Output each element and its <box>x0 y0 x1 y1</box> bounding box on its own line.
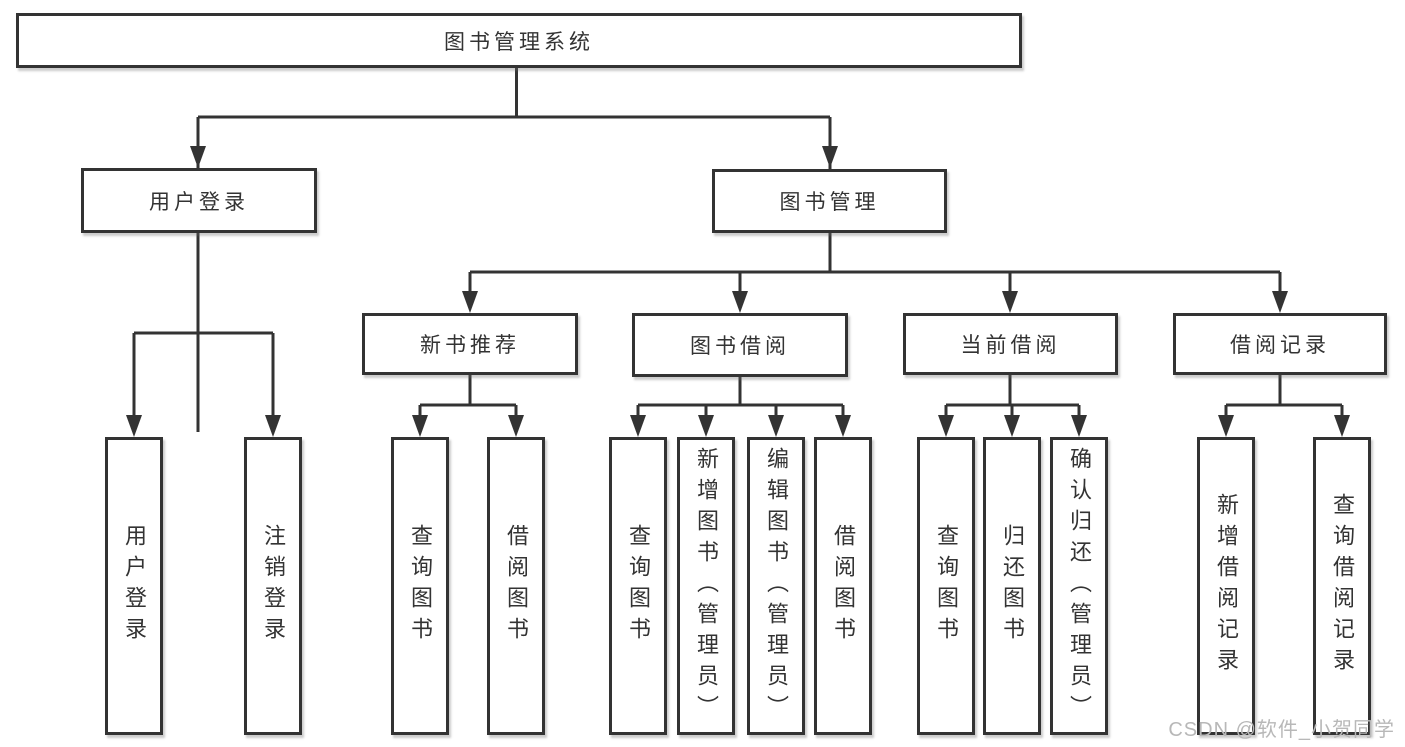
leaf-bb-query-books: 查询图书 <box>609 437 667 735</box>
watermark: CSDN @软件_小贺同学 <box>1168 719 1395 741</box>
leaf-bb-add-books-admin: 新增图书（管理员） <box>677 437 735 735</box>
leaf-br-add-record: 新增借阅记录 <box>1197 437 1255 735</box>
arrow-icon <box>1272 291 1288 313</box>
box-book-borrow-label: 图书借阅 <box>690 335 790 358</box>
box-new-book-recommend-label: 新书推荐 <box>420 334 520 357</box>
arrow-icon <box>1002 291 1018 313</box>
box-current-borrow-label: 当前借阅 <box>960 334 1061 357</box>
box-borrow-records: 借阅记录 <box>1173 313 1387 375</box>
leaf-bb-edit-books-admin: 编辑图书（管理员） <box>747 437 805 735</box>
leaf-bb-borrow-books: 借阅图书 <box>814 437 872 735</box>
leaf-br-query-record-label: 查询借阅记录 <box>1330 493 1355 679</box>
connector-root <box>196 68 832 432</box>
arrow-icon <box>265 415 281 437</box>
leaf-br-query-record: 查询借阅记录 <box>1313 437 1371 735</box>
arrow-icon <box>835 415 851 437</box>
connector-current <box>944 375 1081 432</box>
box-book-management: 图书管理 <box>712 169 947 233</box>
leaf-cb-confirm-return-admin: 确认归还（管理员） <box>1050 437 1108 735</box>
leaf-bb-query-books-label: 查询图书 <box>626 524 651 648</box>
arrow-icon <box>822 146 838 168</box>
leaf-cb-return-books: 归还图书 <box>983 437 1041 735</box>
box-current-borrow: 当前借阅 <box>903 313 1118 375</box>
box-library-system: 图书管理系统 <box>16 13 1022 68</box>
arrow-icon <box>462 291 478 313</box>
leaf-cb-query-books-label: 查询图书 <box>934 524 959 648</box>
box-user-login: 用户登录 <box>81 168 317 233</box>
leaf-nbr-borrow-books-label: 借阅图书 <box>504 524 529 648</box>
leaf-logout-login-label: 注销登录 <box>261 524 286 648</box>
connector-records <box>1224 375 1344 432</box>
arrow-icon <box>698 415 714 437</box>
leaf-user-login-label: 用户登录 <box>122 524 147 648</box>
leaf-cb-return-books-label: 归还图书 <box>1000 524 1025 648</box>
connector-book-mgmt <box>468 233 1282 308</box>
arrow-icon <box>412 415 428 437</box>
connector-user-login <box>132 233 275 432</box>
arrow-icon <box>938 415 954 437</box>
arrow-icon <box>768 415 784 437</box>
box-new-book-recommend: 新书推荐 <box>362 313 578 375</box>
arrow-icon <box>732 291 748 313</box>
arrow-icon <box>630 415 646 437</box>
arrow-icon <box>1071 415 1087 437</box>
box-library-system-label: 图书管理系统 <box>444 30 594 54</box>
arrow-icon <box>1004 415 1020 437</box>
leaf-user-login: 用户登录 <box>105 437 163 735</box>
arrow-icon <box>190 146 206 168</box>
leaf-cb-query-books: 查询图书 <box>917 437 975 735</box>
connector-borrow <box>636 377 845 432</box>
box-borrow-records-label: 借阅记录 <box>1230 334 1330 357</box>
arrow-icon <box>1334 415 1350 437</box>
arrow-icon <box>508 415 524 437</box>
leaf-nbr-borrow-books: 借阅图书 <box>487 437 545 735</box>
box-book-borrow: 图书借阅 <box>632 313 848 377</box>
leaf-nbr-query-books-label: 查询图书 <box>408 524 433 648</box>
leaf-br-add-record-label: 新增借阅记录 <box>1214 493 1239 679</box>
leaf-bb-add-books-admin-label: 新增图书（管理员） <box>694 446 719 726</box>
arrow-icon <box>1218 415 1234 437</box>
box-user-login-label: 用户登录 <box>149 190 249 214</box>
arrow-icon <box>126 415 142 437</box>
leaf-logout-login: 注销登录 <box>244 437 302 735</box>
leaf-bb-borrow-books-label: 借阅图书 <box>831 524 856 648</box>
connector-new-book <box>418 375 518 432</box>
leaf-nbr-query-books: 查询图书 <box>391 437 449 735</box>
leaf-cb-confirm-return-admin-label: 确认归还（管理员） <box>1067 446 1092 726</box>
box-book-management-label: 图书管理 <box>779 191 880 214</box>
leaf-bb-edit-books-admin-label: 编辑图书（管理员） <box>764 446 789 726</box>
